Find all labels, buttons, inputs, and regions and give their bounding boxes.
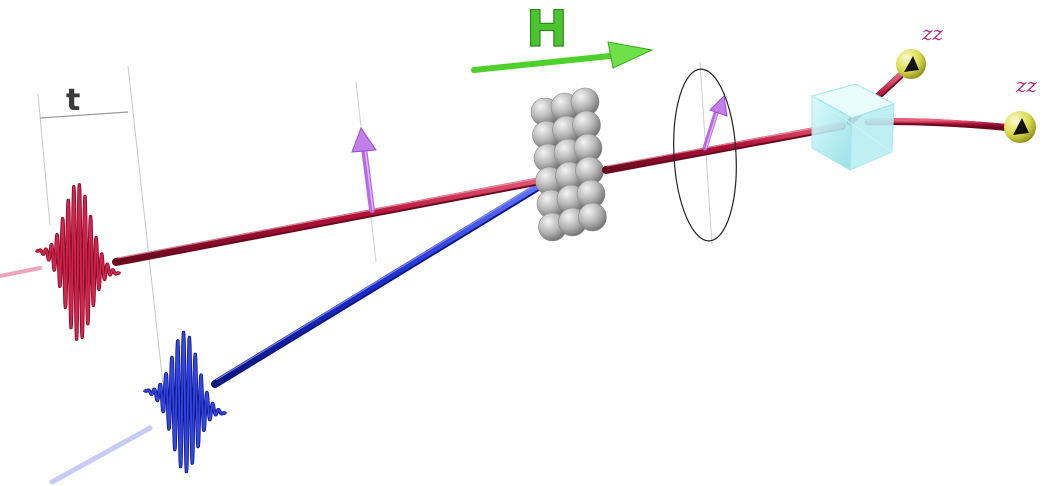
initial-spin-arrow	[351, 126, 377, 213]
delay-label: t	[66, 83, 80, 118]
pump-wave-packet	[142, 330, 228, 474]
atom-lattice-icon	[530, 87, 607, 242]
delay-marker: t	[37, 65, 169, 431]
beam-splitter-cube-icon	[810, 83, 896, 171]
lattice-atom	[578, 202, 607, 232]
pump-tail	[49, 425, 153, 485]
probe-tail	[0, 266, 42, 278]
detector-1-label: zz	[921, 21, 944, 45]
polarization-ellipse	[673, 68, 737, 242]
magnetic-field-arrow	[471, 41, 654, 73]
photodetector-sphere-icon	[896, 49, 926, 79]
field-label: H	[526, 0, 568, 58]
rotated-spin-arrow	[702, 94, 728, 151]
probe-wave-packet	[34, 183, 122, 341]
photodetector-sphere-icon	[1004, 111, 1036, 143]
detector-2-label: zz	[1015, 73, 1038, 97]
